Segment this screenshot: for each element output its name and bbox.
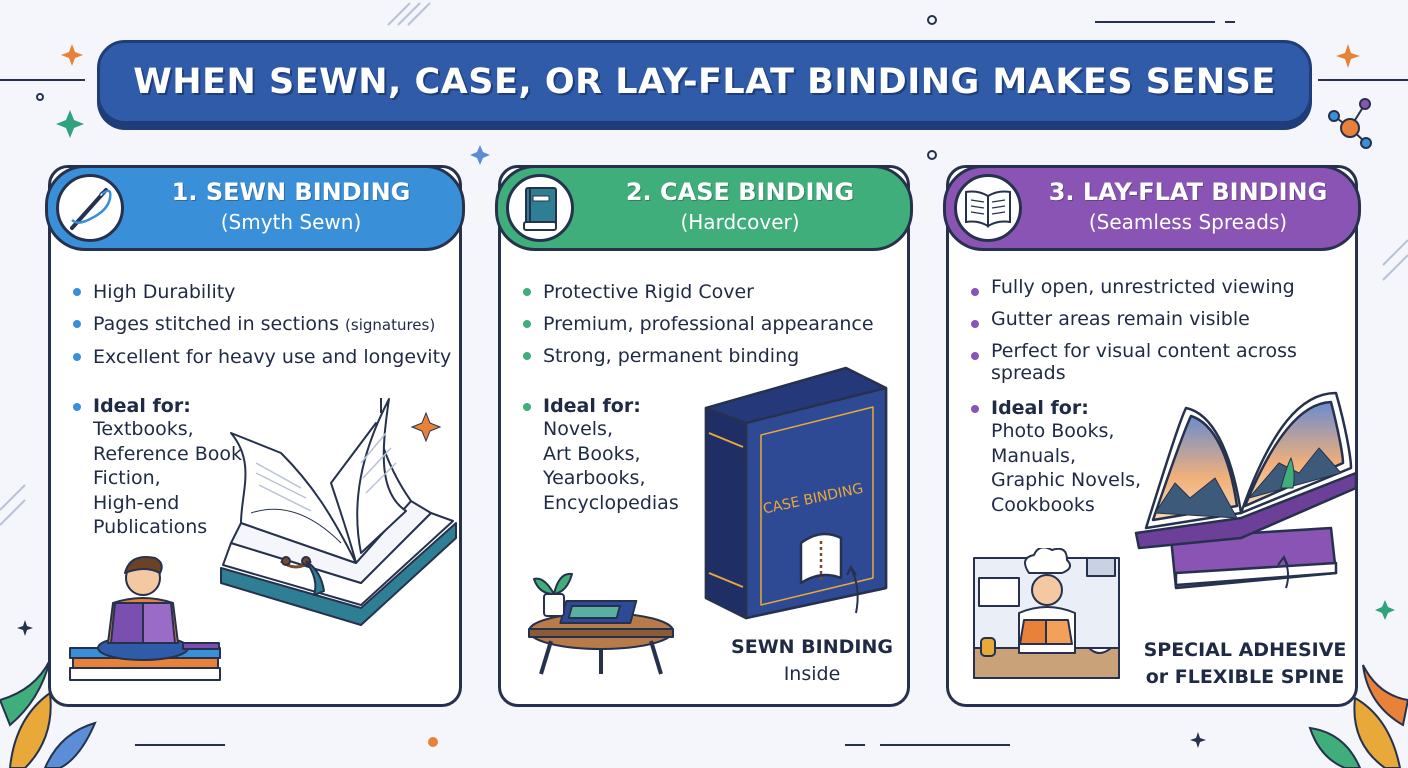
ideal-list: Photo Books, Manuals, Graphic Novels, Co… [971, 419, 1141, 517]
ideal-item: Fiction, [93, 467, 161, 489]
card-header-lay-flat: 3. LAY-FLAT BINDING (Seamless Spreads) [943, 165, 1361, 251]
bullet-icon [523, 403, 531, 411]
bullet-icon [523, 352, 531, 360]
hardcover-book-icon [506, 174, 574, 242]
bullet-icon [523, 320, 531, 328]
ideal-for-label: Ideal for: [73, 395, 258, 417]
page-title: WHEN SEWN, CASE, OR LAY-FLAT BINDING MAK… [133, 62, 1276, 102]
bullet-icon [523, 288, 531, 296]
ideal-item: Encyclopedias [543, 491, 679, 514]
card-header-case: 2. CASE BINDING (Hardcover) [495, 165, 913, 251]
bullet-icon [971, 405, 979, 413]
ideal-item: Manuals, [991, 444, 1076, 467]
reader-illustration [69, 556, 221, 681]
feature-item: Protective Rigid Cover [523, 276, 895, 308]
bullet-icon [73, 403, 81, 411]
card-subtitle: (Hardcover) [680, 210, 800, 234]
feature-item: Perfect for visual content across spread… [971, 340, 1325, 384]
feature-item: Fully open, unrestricted viewing [971, 276, 1325, 298]
ideal-item: Art Books, [543, 442, 641, 465]
bullet-icon [971, 288, 979, 296]
card-title: 1. SEWN BINDING [171, 178, 411, 206]
feature-item: Gutter areas remain visible [971, 308, 1325, 330]
ideal-item: Novels, [543, 418, 613, 440]
ideal-for-section: Ideal for: Photo Books, Manuals, Graphic… [971, 397, 1141, 517]
ideal-item: Publications [93, 516, 208, 538]
open-book-icon [954, 174, 1022, 242]
ideal-item: High-end [93, 491, 180, 514]
ideal-list: Novels, Art Books, Yearbooks, Encycloped… [523, 417, 679, 515]
feature-item: Strong, permanent binding [523, 340, 895, 372]
card-title: 3. LAY-FLAT BINDING [1048, 178, 1328, 206]
card-title: 2. CASE BINDING [625, 178, 855, 206]
card-case-binding: 2. CASE BINDING (Hardcover) Protective R… [495, 165, 913, 707]
ideal-item: Reference Books, [93, 442, 258, 465]
bullet-icon [971, 352, 979, 360]
ideal-item: Graphic Novels, [991, 469, 1142, 491]
callout-line-1: SPECIAL ADHESIVE [1143, 639, 1347, 661]
sewn-binding-callout: SEWN BINDING Inside [717, 634, 907, 688]
ideal-list: Textbooks, Reference Books, Fiction, Hig… [73, 417, 258, 540]
feature-note: (signatures) [345, 316, 436, 334]
lay-flat-photo-book-illustration [1134, 391, 1358, 590]
ideal-item: Textbooks, [93, 418, 194, 440]
title-banner: WHEN SEWN, CASE, OR LAY-FLAT BINDING MAK… [97, 40, 1312, 124]
feature-item: Pages stitched in sections (signatures) [73, 308, 447, 341]
card-subtitle: (Seamless Spreads) [1088, 210, 1288, 234]
feature-item: High Durability [73, 276, 447, 308]
feature-item: Premium, professional appearance [523, 308, 895, 340]
callout-title: SEWN BINDING [731, 636, 893, 658]
bullet-icon [73, 288, 81, 296]
feature-list: High Durability Pages stitched in sectio… [73, 276, 451, 373]
chef-illustration [973, 548, 1120, 679]
feature-item: Excellent for heavy use and longevity [73, 341, 451, 373]
card-lay-flat-binding: 3. LAY-FLAT BINDING (Seamless Spreads) F… [943, 165, 1361, 707]
feature-list: Fully open, unrestricted viewing Gutter … [971, 276, 1325, 394]
feature-list: Protective Rigid Cover Premium, professi… [523, 276, 895, 372]
card-header-sewn: 1. SEWN BINDING (Smyth Sewn) [45, 165, 465, 251]
side-table-illustration [528, 572, 674, 675]
ideal-item: Photo Books, [991, 420, 1115, 442]
ideal-for-section: Ideal for: Novels, Art Books, Yearbooks,… [523, 395, 679, 515]
ideal-item: Cookbooks [991, 493, 1095, 516]
callout-line-2: or FLEXIBLE SPINE [1145, 666, 1345, 688]
needle-thread-icon [56, 174, 124, 242]
ideal-for-label: Ideal for: [523, 395, 679, 417]
ideal-for-section: Ideal for: Textbooks, Reference Books, F… [73, 395, 258, 540]
hardcover-book-illustration: CASE BINDING [704, 366, 888, 620]
ideal-item: Yearbooks, [543, 467, 646, 489]
bullet-icon [73, 320, 81, 328]
adhesive-callout: SPECIAL ADHESIVE or FLEXIBLE SPINE [1135, 637, 1355, 691]
open-sewn-book-illustration [220, 398, 457, 626]
callout-text: Inside [783, 663, 841, 685]
ideal-for-label: Ideal for: [971, 397, 1141, 419]
card-sewn-binding: 1. SEWN BINDING (Smyth Sewn) High Durabi… [45, 165, 465, 707]
bullet-icon [971, 320, 979, 328]
card-subtitle: (Smyth Sewn) [220, 210, 362, 234]
bullet-icon [73, 353, 81, 361]
